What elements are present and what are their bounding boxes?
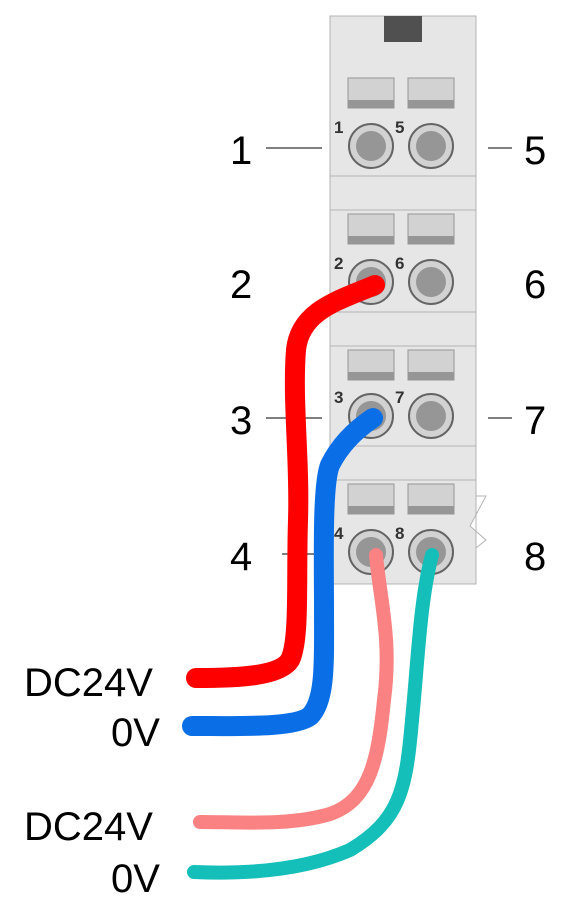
lever-edge xyxy=(408,100,454,108)
wire-0v-teal xyxy=(187,548,439,880)
contact xyxy=(356,131,386,161)
terminal-row-4 xyxy=(347,483,455,575)
wire-label: 0V xyxy=(111,711,160,755)
terminal-label-left: 1 xyxy=(230,129,252,173)
wire-label: DC24V xyxy=(24,661,153,705)
lever-edge xyxy=(348,372,394,380)
pin-label: 4 xyxy=(334,524,344,543)
pin-label: 2 xyxy=(334,254,343,273)
terminal-row-1 xyxy=(347,77,455,169)
pin-label: 5 xyxy=(395,118,404,137)
contact xyxy=(416,267,446,297)
pin-label: 8 xyxy=(395,524,404,543)
pin-label: 1 xyxy=(334,118,343,137)
lever-edge xyxy=(408,506,454,514)
lever-edge xyxy=(348,236,394,244)
terminal-label-right: 7 xyxy=(524,399,546,443)
lever-edge xyxy=(348,506,394,514)
terminal-label-right: 6 xyxy=(524,263,546,307)
release-tab xyxy=(384,16,422,42)
terminal-label-right: 8 xyxy=(524,535,546,579)
pin-label: 3 xyxy=(334,388,343,407)
wire-dc24v-red xyxy=(186,275,385,688)
terminal-label-left: 4 xyxy=(230,535,252,579)
contact xyxy=(416,401,446,431)
wire-0v-blue xyxy=(182,408,383,737)
terminal-label-right: 5 xyxy=(524,129,546,173)
pin-label: 7 xyxy=(395,388,404,407)
lever-edge xyxy=(408,236,454,244)
wire-dc24v-pink xyxy=(193,548,394,830)
pin-label: 6 xyxy=(395,254,404,273)
lever-edge xyxy=(348,100,394,108)
wire-label: DC24V xyxy=(24,805,153,849)
lever-edge xyxy=(408,372,454,380)
block-notch xyxy=(469,495,487,550)
terminal-label-left: 3 xyxy=(230,399,252,443)
terminal-label-left: 2 xyxy=(230,263,252,307)
contact xyxy=(416,131,446,161)
wire-label: 0V xyxy=(111,857,160,901)
